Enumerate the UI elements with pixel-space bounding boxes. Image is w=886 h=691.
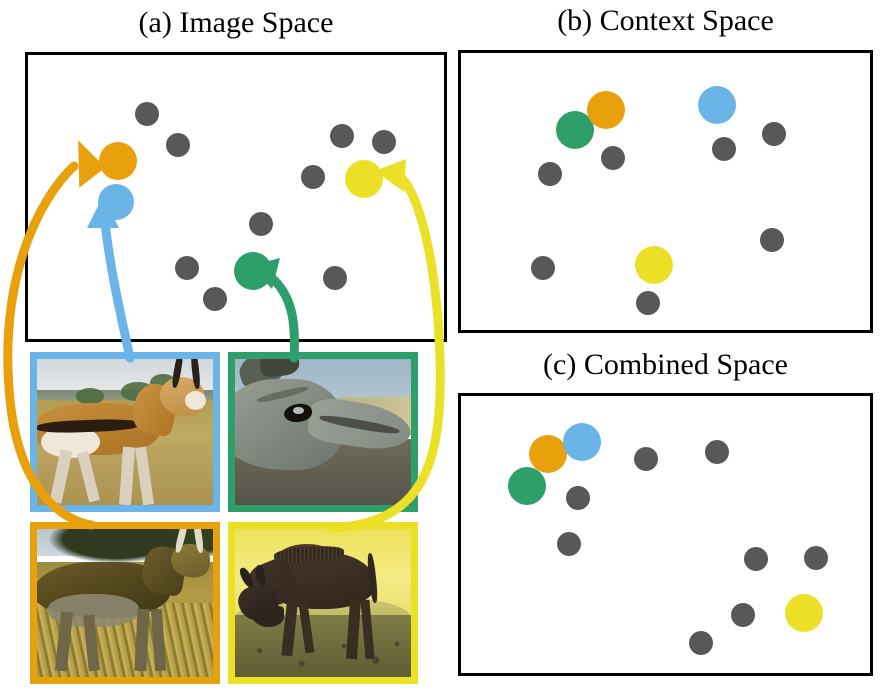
dot-b-yellow[interactable] [635,246,673,284]
photo-thumbnail-blue[interactable] [30,352,220,512]
dot-a-gray-3 [330,124,354,148]
panel-c-plot [458,393,873,676]
dot-b-orange[interactable] [587,91,625,129]
panel-b-plot [458,50,873,333]
dot-a-gray-4 [372,130,396,154]
dot-c-gray-5 [744,547,768,571]
dot-c-orange[interactable] [529,435,567,473]
dot-b-gray-2 [538,162,562,186]
photo-thumbnail-yellow[interactable] [228,522,418,684]
dot-b-blue[interactable] [698,86,736,124]
dot-a-gray-6 [249,212,273,236]
dot-a-gray-5 [301,165,325,189]
dot-b-gray-6 [531,256,555,280]
panel-a-plot [25,52,447,342]
dot-c-gray-3 [634,447,658,471]
dot-a-yellow[interactable] [345,160,383,198]
dot-a-gray-9 [323,266,347,290]
photo-thumbnail-orange[interactable] [30,522,220,684]
dot-c-gray-1 [566,486,590,510]
panel-a-title: (a) Image Space [138,6,334,39]
dot-b-gray-4 [762,122,786,146]
dot-a-gray-1 [135,102,159,126]
dot-b-gray-7 [636,291,660,315]
dot-c-gray-2 [557,532,581,556]
dot-b-gray-3 [712,137,736,161]
dot-c-gray-6 [804,546,828,570]
panel-b-title: (b) Context Space [557,4,774,37]
photo-thumbnail-green[interactable] [228,352,418,512]
dot-a-gray-7 [175,256,199,280]
dot-a-gray-2 [166,133,190,157]
dot-c-gray-7 [731,603,755,627]
dot-c-yellow[interactable] [785,594,823,632]
dot-a-green[interactable] [234,252,272,290]
dot-c-blue[interactable] [563,423,601,461]
dot-a-blue[interactable] [98,184,134,220]
dot-c-gray-4 [705,440,729,464]
dot-a-orange[interactable] [99,142,137,180]
panel-c-title: (c) Combined Space [543,348,788,381]
dot-c-gray-8 [689,631,713,655]
dot-b-gray-5 [760,228,784,252]
dot-a-gray-8 [203,287,227,311]
dot-c-green[interactable] [508,467,546,505]
dot-b-gray-1 [601,146,625,170]
